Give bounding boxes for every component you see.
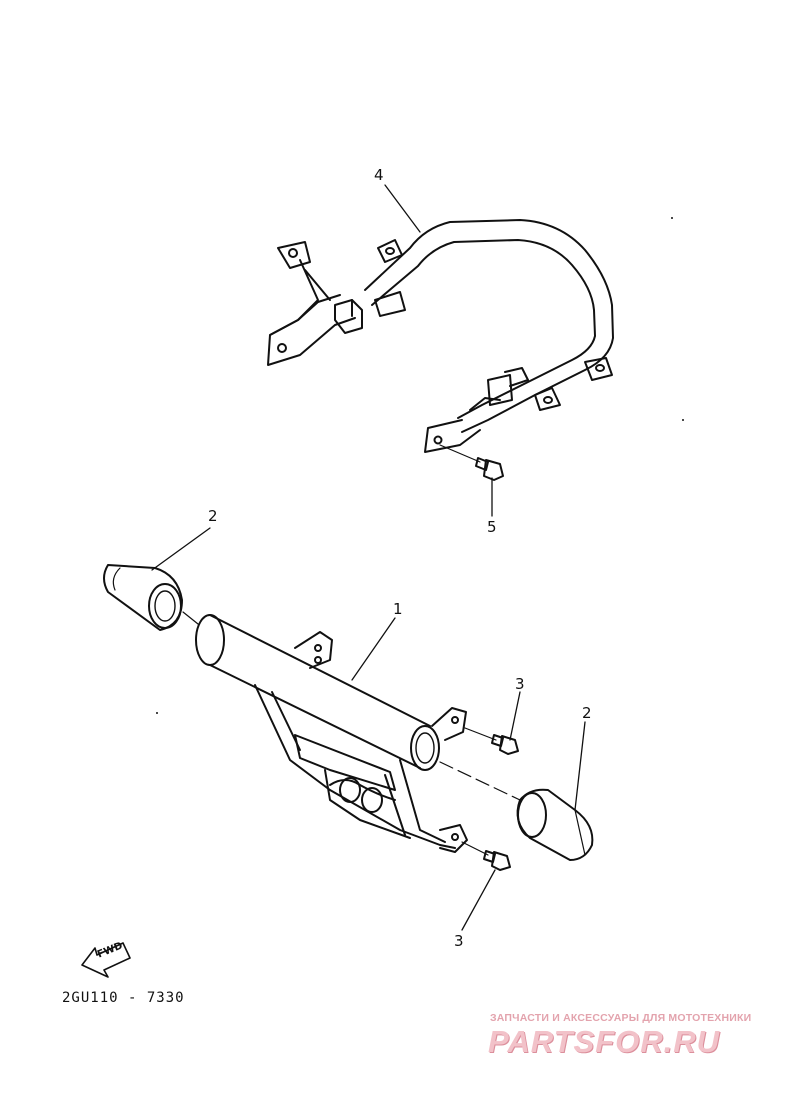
part-3-bolt-upper [464, 727, 519, 755]
diagram-code: 2GU110 - 7330 [62, 990, 185, 1006]
callout-3-upper: 3 [515, 675, 525, 693]
watermark-tagline: ЗАПЧАСТИ И АКСЕССУАРЫ ДЛЯ МОТОТЕХНИКИ [490, 1012, 752, 1024]
part-3-bolt-lower [461, 841, 511, 871]
callout-2-left: 2 [208, 507, 218, 525]
part-2-end-cap-right [516, 788, 594, 861]
part-1-guard-bar [195, 614, 468, 853]
callout-4: 4 [374, 166, 384, 184]
part-4-grab-bar [267, 219, 614, 453]
leader-lines [151, 184, 586, 931]
callout-2-right: 2 [582, 704, 592, 722]
callout-1: 1 [393, 600, 403, 618]
callout-3-lower: 3 [454, 932, 464, 950]
fwd-arrow-icon [81, 942, 131, 978]
callout-5: 5 [487, 518, 497, 536]
part-2-end-cap-left [103, 564, 199, 631]
watermark-logo: PARTSFOR.RU [488, 1024, 721, 1059]
part-5-bolt [439, 444, 504, 481]
